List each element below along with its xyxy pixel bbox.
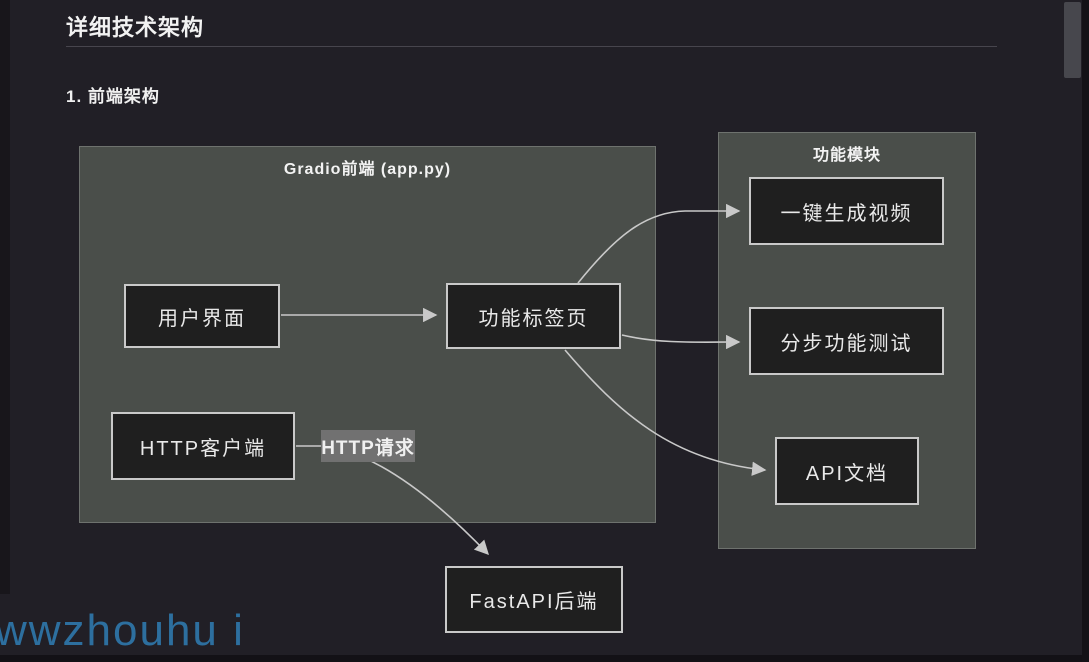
node-one-click-video: 一键生成视频 [749,177,944,245]
node-api-docs: API文档 [775,437,919,505]
subgraph-gradio-title: Gradio前端 (app.py) [283,161,452,178]
node-fastapi-backend: FastAPI后端 [445,566,623,633]
node-step-test-label: 分步功能测试 [780,332,913,355]
node-api-docs-label: API文档 [805,462,889,485]
scrollbar-thumb[interactable] [1064,2,1081,78]
page-title: 详细技术架构 [66,15,205,40]
node-function-tabs: 功能标签页 [446,283,621,349]
watermark-text: wwzhouhu i [0,606,245,655]
bottom-edge-bar [0,655,1089,662]
edge-label-http-request: HTTP请求 [321,430,415,462]
left-edge-strip [0,0,10,594]
section-title: 1. 前端架构 [66,87,160,106]
node-http-client: HTTP客户端 [111,412,295,480]
subgraph-modules-title: 功能模块 [812,147,881,164]
node-http-client-label: HTTP客户端 [139,437,267,460]
scrollbar-track[interactable] [1082,0,1089,662]
node-one-click-video-label: 一键生成视频 [780,202,913,225]
node-function-tabs-label: 功能标签页 [478,307,589,330]
node-user-interface-label: 用户界面 [158,307,246,330]
node-user-interface: 用户界面 [124,284,280,348]
title-divider [66,46,997,47]
node-fastapi-backend-label: FastAPI后端 [469,591,599,613]
node-step-test: 分步功能测试 [749,307,944,375]
